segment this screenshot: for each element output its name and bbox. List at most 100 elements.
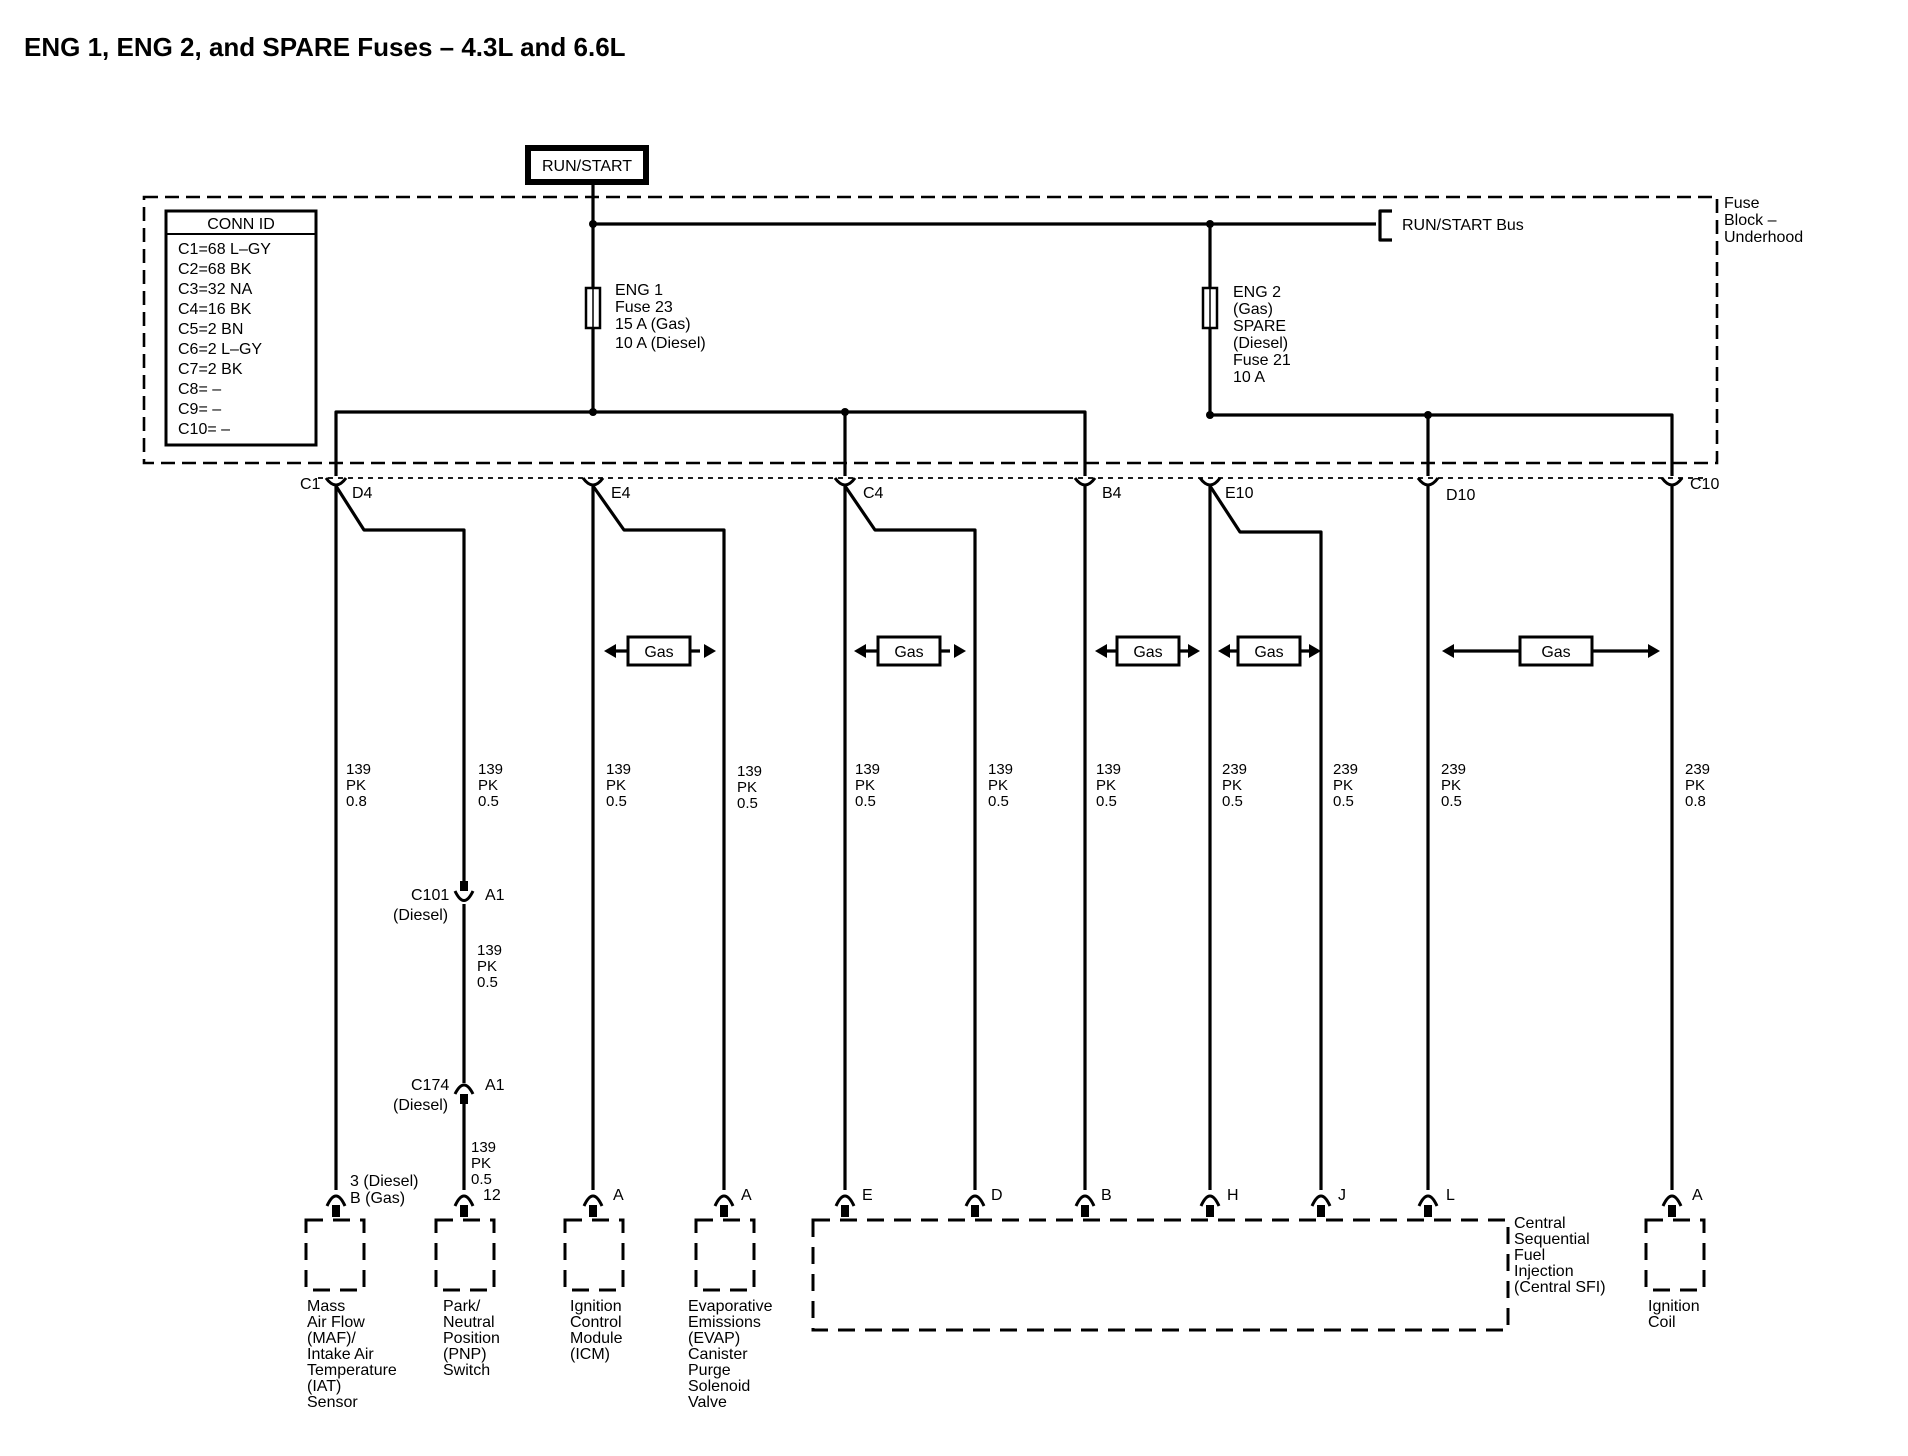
svg-text:D4: D4 (352, 485, 373, 502)
conn-id-row: C1=68 L–GY (178, 241, 271, 258)
conn-id-row: C6=2 L–GY (178, 341, 262, 358)
svg-text:Gas: Gas (644, 644, 673, 661)
svg-text:0.5: 0.5 (855, 793, 876, 810)
component-central-sfi: Central Sequential Fuel Injection (Centr… (811, 1215, 1606, 1332)
svg-text:PK: PK (737, 779, 757, 796)
conn-id-row: C8= – (178, 381, 221, 398)
component-pin-labels: 3 (Diesel) B (Gas) 12 A A E D B H J L A (350, 1173, 1703, 1207)
output-wires (334, 485, 1674, 1190)
svg-text:Underhood: Underhood (1724, 229, 1803, 246)
svg-text:(PNP): (PNP) (443, 1346, 487, 1363)
svg-text:J: J (1338, 1187, 1346, 1204)
svg-text:139: 139 (346, 761, 371, 778)
svg-text:C101: C101 (411, 887, 449, 904)
component-terminal-stubs (332, 1205, 1676, 1217)
conn-id-row: C5=2 BN (178, 321, 243, 338)
svg-text:Switch: Switch (443, 1362, 490, 1379)
svg-text:(IAT): (IAT) (307, 1378, 341, 1395)
svg-text:Neutral: Neutral (443, 1314, 495, 1331)
header-pin-labels: C1 D4 E4 C4 B4 E10 D10 C10 (300, 476, 1719, 504)
fuse-eng1: ENG 1 Fuse 23 15 A (Gas) 10 A (Diesel) (584, 224, 706, 412)
svg-text:Purge: Purge (688, 1362, 731, 1379)
svg-text:Evaporative: Evaporative (688, 1298, 773, 1315)
svg-text:139: 139 (478, 761, 503, 778)
fuse-eng2-label: ENG 2 (1233, 284, 1281, 301)
splice-bars (334, 408, 1674, 476)
svg-text:B: B (1101, 1187, 1112, 1204)
svg-text:Sequential: Sequential (1514, 1231, 1590, 1248)
svg-text:C174: C174 (411, 1077, 449, 1094)
svg-text:Injection: Injection (1514, 1263, 1574, 1280)
svg-text:(Diesel): (Diesel) (1233, 335, 1288, 352)
svg-text:239: 239 (1333, 761, 1358, 778)
conn-id-row: C10= – (178, 421, 230, 438)
component-maf-iat-sensor: Mass Air Flow (MAF)/ Intake Air Temperat… (304, 1218, 397, 1411)
conn-id-row: C2=68 BK (178, 261, 252, 278)
svg-text:E: E (862, 1187, 873, 1204)
component-pnp-switch: Park/ Neutral Position (PNP) Switch (434, 1218, 500, 1379)
component-icm: Ignition Control Module (ICM) (563, 1218, 625, 1363)
svg-text:12: 12 (483, 1187, 501, 1204)
svg-text:(Diesel): (Diesel) (393, 907, 448, 924)
svg-text:Gas: Gas (1133, 644, 1162, 661)
svg-text:239: 239 (1685, 761, 1710, 778)
svg-text:D10: D10 (1446, 487, 1475, 504)
svg-text:Ignition: Ignition (1648, 1298, 1700, 1315)
svg-text:B (Gas): B (Gas) (350, 1190, 405, 1207)
svg-text:10 A (Diesel): 10 A (Diesel) (615, 335, 706, 352)
svg-text:E10: E10 (1225, 485, 1254, 502)
component-terminals (325, 1194, 1683, 1207)
svg-text:PK: PK (855, 777, 875, 794)
svg-text:C10: C10 (1690, 476, 1719, 493)
svg-text:A: A (613, 1187, 624, 1204)
svg-text:(EVAP): (EVAP) (688, 1330, 740, 1347)
svg-text:Gas: Gas (1254, 644, 1283, 661)
conn-id-table: CONN ID C1=68 L–GY C2=68 BK C3=32 NA C4=… (164, 209, 318, 447)
svg-text:PK: PK (346, 777, 366, 794)
svg-text:(Gas): (Gas) (1233, 301, 1273, 318)
svg-text:Emissions: Emissions (688, 1314, 761, 1331)
gas-option-marker: Gas (1095, 635, 1200, 667)
inline-connector-c101: C101 A1 (Diesel) (393, 881, 505, 924)
svg-text:A: A (741, 1187, 752, 1204)
svg-text:PK: PK (471, 1155, 491, 1172)
svg-text:239: 239 (1441, 761, 1466, 778)
svg-text:Fuse: Fuse (1724, 195, 1760, 212)
svg-text:PK: PK (477, 958, 497, 975)
fuse-block-outline (142, 195, 1719, 465)
svg-text:0.5: 0.5 (471, 1171, 492, 1188)
svg-text:139: 139 (471, 1139, 496, 1156)
svg-text:Park/: Park/ (443, 1298, 481, 1315)
svg-text:0.5: 0.5 (478, 793, 499, 810)
svg-text:Solenoid: Solenoid (688, 1378, 750, 1395)
inline-connector-c174: C174 A1 (Diesel) (393, 1077, 505, 1114)
svg-text:0.5: 0.5 (477, 974, 498, 991)
svg-text:15 A (Gas): 15 A (Gas) (615, 316, 691, 333)
conn-id-row: C9= – (178, 401, 221, 418)
svg-text:SPARE: SPARE (1233, 318, 1286, 335)
svg-text:Block –: Block – (1724, 212, 1777, 229)
svg-text:Air Flow: Air Flow (307, 1314, 365, 1331)
svg-text:E4: E4 (611, 485, 631, 502)
page-title: ENG 1, ENG 2, and SPARE Fuses – 4.3L and… (24, 32, 626, 62)
svg-text:A1: A1 (485, 887, 505, 904)
svg-text:L: L (1446, 1187, 1455, 1204)
svg-text:0.5: 0.5 (1096, 793, 1117, 810)
svg-text:PK: PK (478, 777, 498, 794)
svg-text:0.8: 0.8 (346, 793, 367, 810)
svg-text:PK: PK (1222, 777, 1242, 794)
svg-text:Gas: Gas (894, 644, 923, 661)
fuse-eng2: ENG 2 (Gas) SPARE (Diesel) Fuse 21 10 A (1201, 224, 1291, 415)
svg-text:Module: Module (570, 1330, 623, 1347)
svg-text:A1: A1 (485, 1077, 505, 1094)
svg-text:Ignition: Ignition (570, 1298, 622, 1315)
